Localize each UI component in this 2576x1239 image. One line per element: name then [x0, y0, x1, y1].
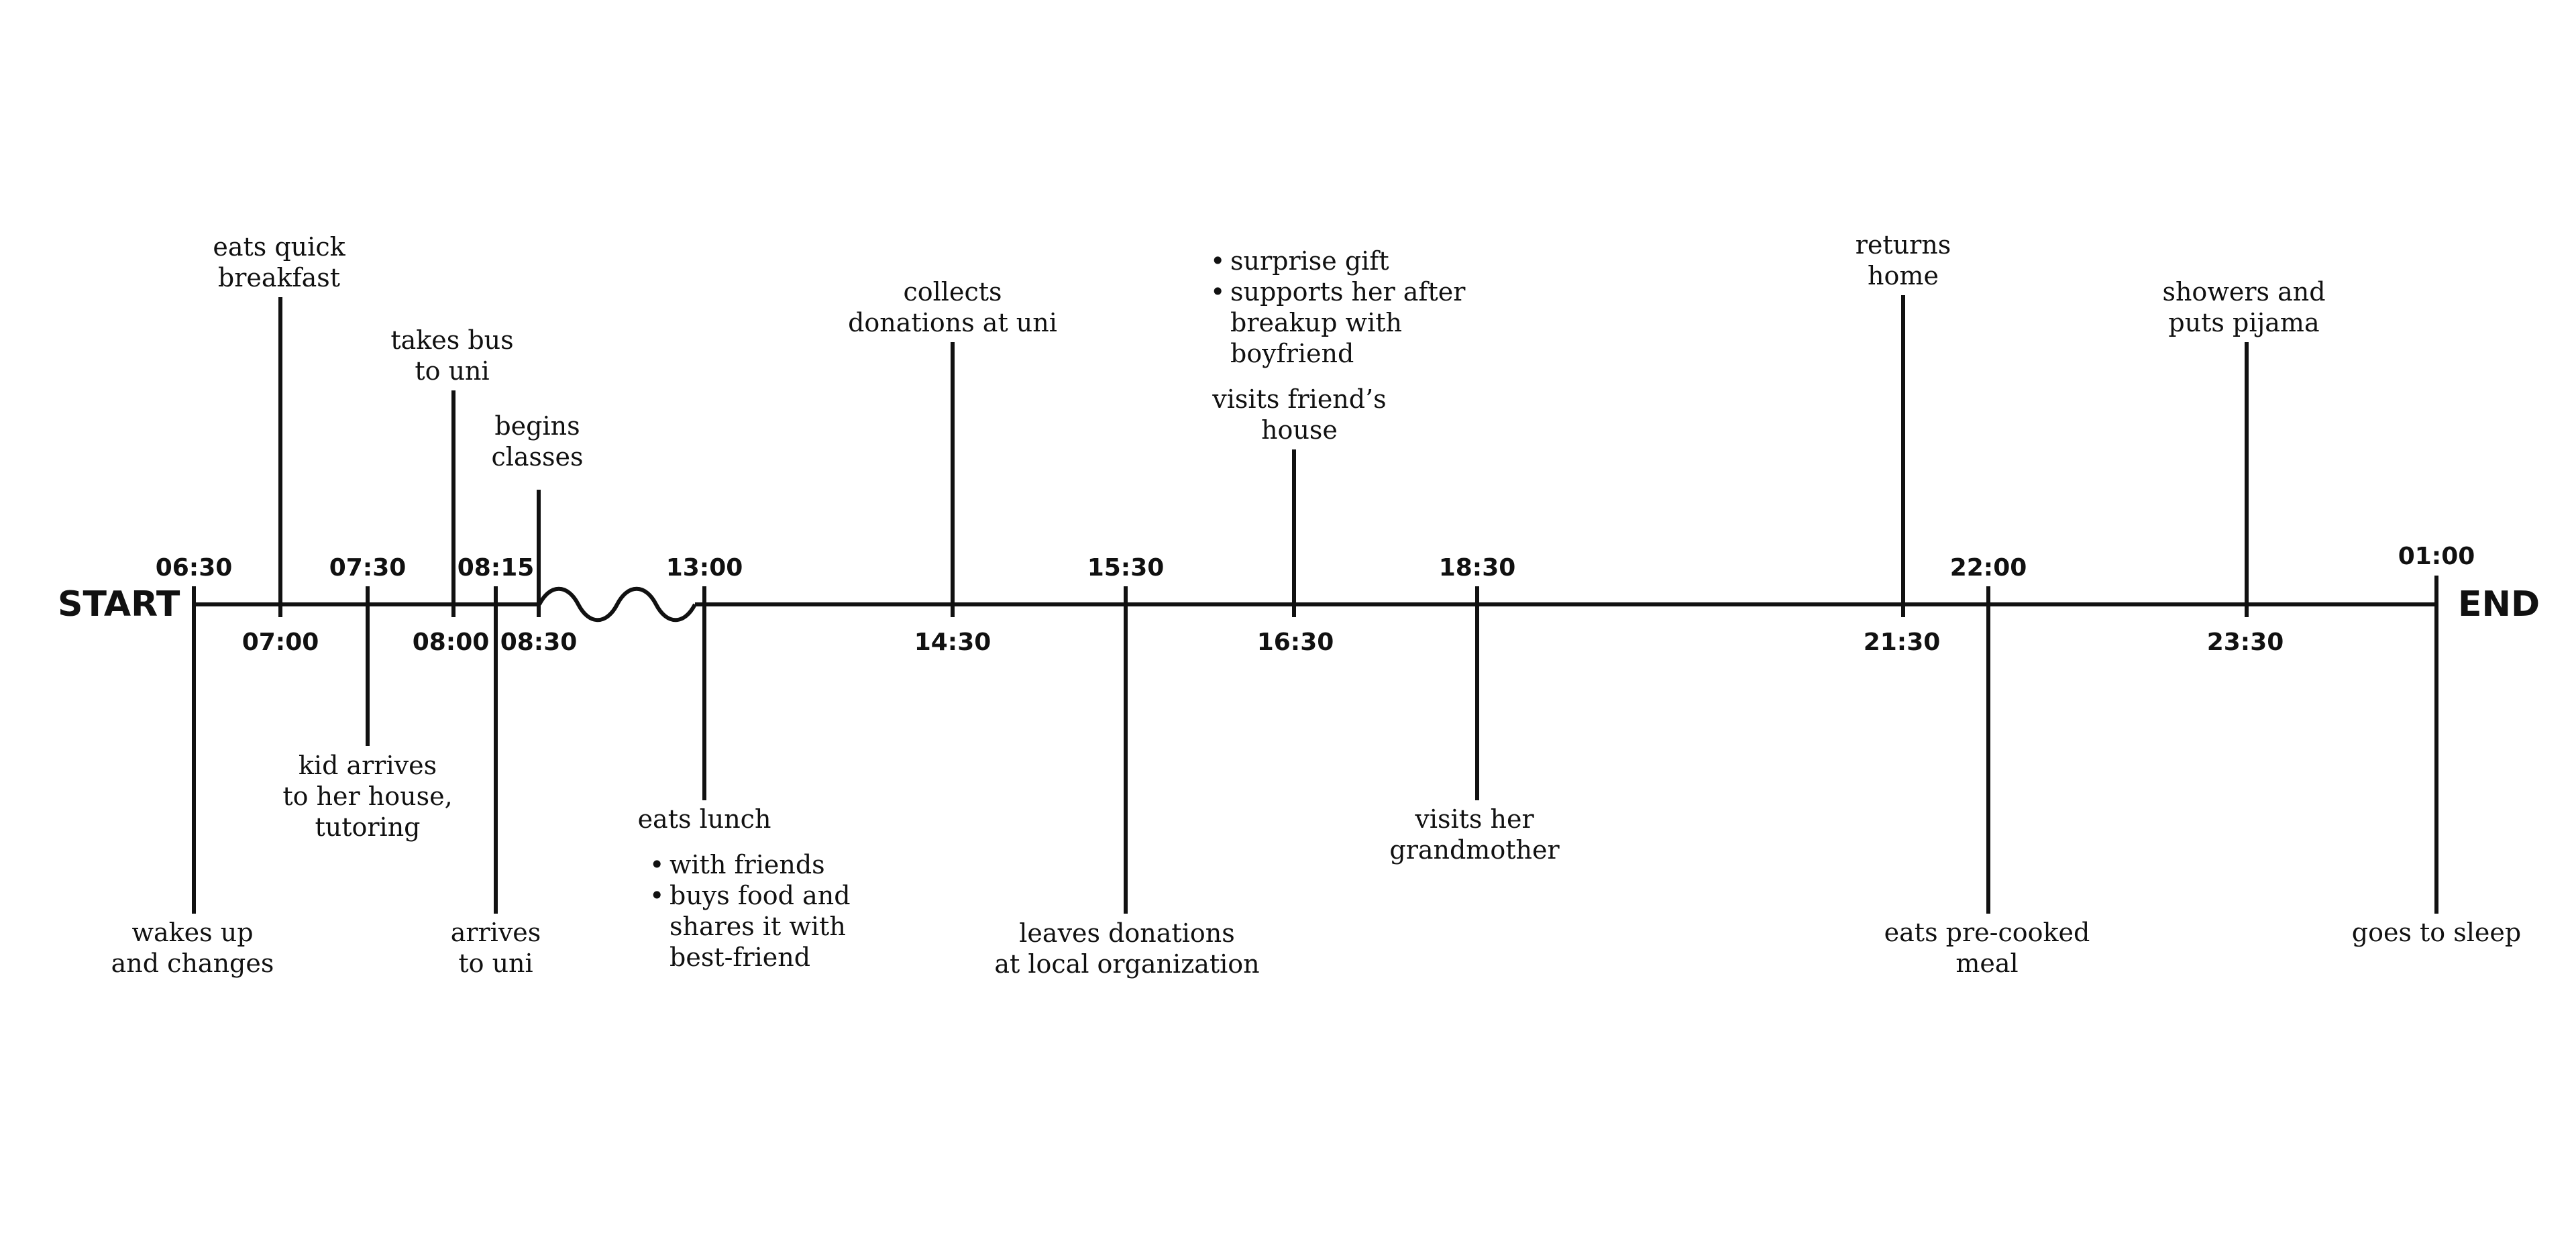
time-label-1630: 16:30	[1256, 629, 1334, 656]
time-label-0815: 08:15	[457, 554, 535, 582]
event-visits-friend: visits friend’s house	[1212, 384, 1387, 445]
event-eats-lunch-bullets: • with friends • buys food and shares it…	[647, 849, 851, 973]
event-takes-bus: takes bus to uni	[390, 325, 514, 386]
time-label-1530: 15:30	[1087, 554, 1165, 582]
event-eats-precooked: eats pre-cooked meal	[1884, 918, 2090, 978]
time-label-2330: 23:30	[2206, 629, 2284, 656]
time-label-0730: 07:30	[329, 554, 407, 582]
time-label-0800: 08:00	[412, 629, 490, 656]
start-label: START	[58, 584, 180, 625]
bullet-item: • surprise gift	[1210, 246, 1389, 276]
event-kid-arrives: kid arrives to her house, tutoring	[282, 751, 453, 842]
event-arrives-uni: arrives to uni	[450, 918, 541, 978]
time-label-0630: 06:30	[155, 554, 233, 582]
time-label-1430: 14:30	[914, 629, 991, 656]
time-label-2200: 22:00	[1949, 554, 2027, 582]
timeline-break-squiggle	[537, 586, 697, 623]
event-leaves-donations: leaves donations at local organization	[994, 918, 1260, 979]
event-eats-lunch: eats lunch	[637, 804, 771, 834]
event-showers: showers and puts pijama	[2162, 277, 2326, 337]
bullet-item: • buys food and shares it with best-frie…	[649, 881, 851, 972]
bullet-item: • with friends	[649, 850, 825, 879]
event-goes-to-sleep: goes to sleep	[2351, 918, 2522, 947]
time-label-1830: 18:30	[1438, 554, 1516, 582]
end-label: END	[2458, 584, 2540, 625]
event-wakes-up: wakes up and changes	[111, 918, 274, 978]
time-label-2130: 21:30	[1863, 629, 1941, 656]
time-label-0700: 07:00	[241, 629, 319, 656]
time-label-0830: 08:30	[500, 629, 578, 656]
bullet-item: • supports her after breakup with boyfri…	[1210, 277, 1466, 368]
event-eats-quick-breakfast: eats quick breakfast	[213, 232, 345, 292]
event-begins-classes: begins classes	[491, 411, 584, 472]
event-returns-home: returns home	[1855, 230, 1951, 290]
event-collects-donations: collects donations at uni	[848, 277, 1057, 337]
event-visits-friend-bullets: • surprise gift • supports her after bre…	[1208, 246, 1465, 369]
time-label-1300: 13:00	[665, 554, 743, 582]
event-visits-grandmother: visits her grandmother	[1389, 804, 1560, 865]
time-label-0100: 01:00	[2398, 543, 2475, 570]
